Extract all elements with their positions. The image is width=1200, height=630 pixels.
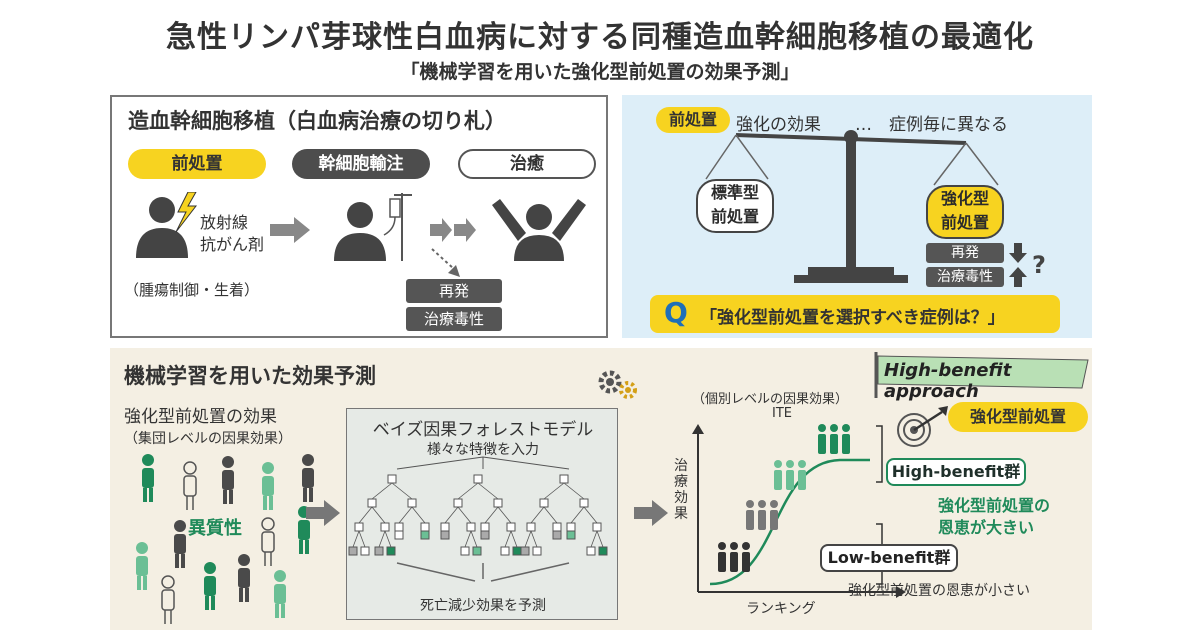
- standard-pan: 標準型 前処置: [696, 179, 774, 233]
- question-text: 「強化型前処置を選択すべき症例は？」: [700, 308, 1005, 328]
- patient-iv-icon: [334, 193, 412, 261]
- step-conditioning-pill: 前処置: [128, 149, 266, 179]
- arrow-right-icon: [270, 217, 310, 243]
- decision-trees-icon: [348, 456, 608, 582]
- uncertainty-mark: ?: [1032, 251, 1046, 279]
- heterogeneous-crowd-icon: [136, 454, 314, 624]
- page-subtitle: 「機械学習を用いた強化型前処置の効果予測」: [400, 61, 800, 83]
- forest-title: ベイズ因果フォレストモデル: [372, 420, 594, 440]
- cured-person-icon: [492, 199, 586, 261]
- target-dart-icon: [897, 406, 948, 447]
- ite-label: ITE: [772, 406, 792, 421]
- ranking-chart: [692, 424, 906, 598]
- step-cure-pill: 治癒: [458, 149, 596, 179]
- high-benefit-desc-2: 恩恵が大きい: [938, 518, 1035, 537]
- arrow-to-chart-icon: [634, 500, 668, 526]
- double-arrow-icon: [430, 218, 476, 242]
- y-axis-label: 治療効果: [674, 458, 688, 522]
- treatment-chemo: 抗がん剤: [200, 235, 265, 254]
- q-letter: Q: [664, 296, 688, 329]
- panel-transplant: 造血幹細胞移植（白血病治療の切り札） 前処置 幹細胞輸注 治癒 放射線 抗がん剤…: [110, 95, 608, 338]
- panel-balance: 前処置 強化の効果 … 症例毎に異なる 標準型 前処置 強化型 前処置 再発 治…: [622, 95, 1092, 338]
- x-axis-label: ランキング: [746, 601, 816, 617]
- conditioning-note: （腫瘍制御・生着）: [124, 281, 260, 299]
- balance-header-text: 強化の効果 … 症例毎に異なる: [736, 115, 1008, 135]
- effect-title: 強化型前処置の効果: [124, 407, 277, 427]
- target-conditioning-pill: 強化型前処置: [948, 402, 1088, 432]
- high-benefit-desc-1: 強化型前処置の: [938, 496, 1051, 515]
- balance-relapse-tag: 再発: [926, 243, 1004, 263]
- dotted-arrow-icon: [431, 248, 460, 277]
- balance-toxicity-tag: 治療毒性: [926, 267, 1004, 287]
- question-bar: Q 「強化型前処置を選択すべき症例は？」: [650, 295, 1060, 333]
- intensified-pan-line1: 強化型: [940, 189, 989, 208]
- forest-input-label: 様々な特徴を入力: [427, 442, 539, 458]
- conditioning-tag: 前処置: [656, 107, 730, 133]
- panel-ml-title: 機械学習を用いた効果予測: [124, 364, 376, 388]
- forest-output-label: 死亡減少効果を予測: [420, 598, 546, 614]
- standard-pan-line1: 標準型: [710, 183, 759, 202]
- arrow-to-model-icon: [306, 500, 340, 526]
- panel-transplant-title: 造血幹細胞移植（白血病治療の切り札）: [128, 109, 506, 133]
- intensified-pan: 強化型 前処置: [926, 185, 1004, 239]
- risk-toxicity-tag: 治療毒性: [406, 307, 502, 331]
- high-benefit-banner-icon: [874, 352, 1089, 398]
- balance-scale-icon: [705, 130, 999, 283]
- standard-pan-line2: 前処置: [710, 207, 759, 226]
- low-benefit-desc: 強化型前処置の恩恵が小さい: [848, 583, 1030, 599]
- intensified-pan-line2: 前処置: [940, 213, 989, 232]
- treatment-radiation: 放射線: [200, 213, 249, 232]
- panel-ml-prediction: 機械学習を用いた効果予測 強化型前処置の効果 （集団レベルの因果効果） 異質性 …: [110, 348, 1092, 630]
- heterogeneity-label: 異質性: [188, 518, 242, 539]
- high-benefit-group-box: High-benefit群: [886, 458, 1026, 486]
- high-benefit-approach-label: High-benefit approach: [884, 360, 1012, 402]
- page-title: 急性リンパ芽球性白血病に対する同種造血幹細胞移植の最適化: [166, 20, 1034, 55]
- effect-subtitle: （集団レベルの因果効果）: [124, 431, 292, 447]
- risk-relapse-tag: 再発: [406, 279, 502, 303]
- bayesian-forest-box: ベイズ因果フォレストモデル 様々な特徴を入力: [346, 408, 618, 620]
- ite-caption: （個別レベルの因果効果）: [692, 392, 849, 407]
- gears-icon: [598, 370, 637, 399]
- up-down-arrows-icon: [1009, 243, 1027, 287]
- patient-lightning-icon: [136, 192, 198, 258]
- step-infusion-pill: 幹細胞輸注: [292, 149, 430, 179]
- low-benefit-group-box: Low-benefit群: [820, 544, 958, 572]
